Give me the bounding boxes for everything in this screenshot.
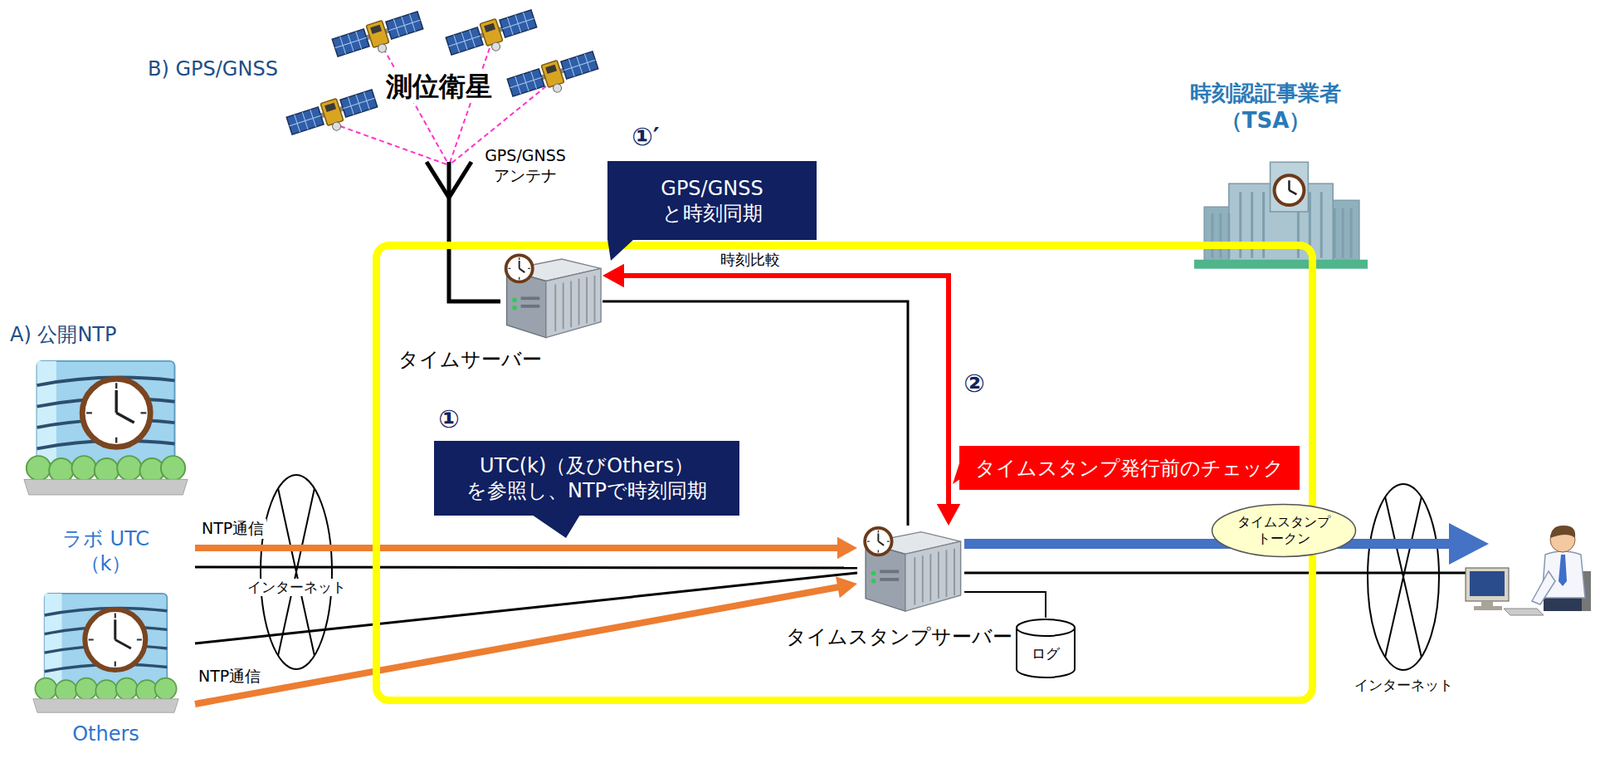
- arrowhead: [837, 536, 858, 559]
- node-label: タイムスタンプ トークン: [1232, 513, 1337, 547]
- callout-box: タイムスタンプ発行前のチェック: [959, 445, 1300, 490]
- satellite-icon: [285, 87, 381, 145]
- timestamp-server: タイムスタンプサーバー: [857, 525, 965, 613]
- building-icon: [33, 593, 179, 713]
- callout-box: UTC(k)（及びOthers） を参照し、NTPで時刻同期: [434, 440, 740, 516]
- connector-line: [964, 591, 1046, 618]
- callout-pointer: [434, 440, 435, 442]
- ntp-building: Others: [16, 585, 196, 752]
- node-label: ラボ UTC（k）: [52, 526, 161, 576]
- network-wire: [964, 571, 1466, 575]
- connector-label: 時刻比較: [717, 250, 783, 270]
- node-label: Others: [43, 721, 169, 747]
- arrowhead: [835, 575, 858, 598]
- server-icon: [506, 254, 601, 337]
- building-icon: [1194, 161, 1368, 269]
- callout-number: ①′: [631, 121, 659, 153]
- connector: [195, 536, 858, 559]
- connector-line: [195, 544, 844, 552]
- connector-line: [195, 572, 858, 644]
- callout-number: ①: [438, 403, 459, 435]
- log-cylinder: ログ: [1014, 617, 1077, 679]
- connector: [195, 575, 858, 704]
- section-heading: B) GPS/GNSS: [147, 56, 279, 82]
- arrowhead: [602, 263, 625, 288]
- connector-line: [195, 585, 844, 704]
- connector: [195, 572, 858, 644]
- network-label: インターネット: [1351, 676, 1456, 694]
- satellite-icon: [444, 7, 540, 65]
- connector: [195, 566, 858, 568]
- satellite-icon: [506, 48, 601, 107]
- callout-pointer: [607, 160, 609, 162]
- node-label: UTC(k)（及びOthers） を参照し、NTPで時刻同期: [445, 453, 728, 503]
- connector-line: [195, 566, 858, 568]
- node-label: 時刻認証事業者 （TSA）: [1174, 79, 1357, 134]
- node-label: タイムスタンプ発行前のチェック: [975, 455, 1284, 481]
- callout-pointer: [959, 445, 961, 447]
- node-label: タイムスタンプサーバー: [782, 624, 1015, 649]
- user-icon: [1465, 525, 1591, 615]
- callout-box: GPS/GNSS と時刻同期: [607, 160, 817, 240]
- section-heading: A) 公開NTP: [9, 321, 118, 347]
- satellite-icon: [331, 9, 426, 67]
- building-icon: [24, 360, 188, 495]
- time-server: タイムサーバー: [500, 249, 603, 342]
- token-ellipse: タイムスタンプ トークン: [1210, 502, 1357, 558]
- node-label: ログ: [1031, 644, 1060, 663]
- node-label: GPS/GNSS と時刻同期: [619, 175, 805, 226]
- satellite-label: 測位衛星: [383, 69, 495, 103]
- callout-number: ②: [963, 367, 985, 400]
- connector-label: NTP通信: [199, 518, 267, 539]
- tsa-boundary: 時刻認証事業者 （TSA）タイムサーバーUTC(k)（及びOthers） を参照…: [372, 241, 1317, 704]
- server-icon: [864, 527, 961, 611]
- lab-building: ラボ UTC（k）: [16, 348, 196, 581]
- connector-label: NTP通信: [195, 666, 264, 687]
- network-label: インターネット: [244, 578, 349, 596]
- antenna-label: GPS/GNSS アンテナ: [471, 146, 580, 186]
- arrowhead: [936, 503, 961, 526]
- node-label: タイムサーバー: [378, 346, 561, 372]
- gnss-antenna: [426, 161, 501, 302]
- connector: [964, 591, 1046, 618]
